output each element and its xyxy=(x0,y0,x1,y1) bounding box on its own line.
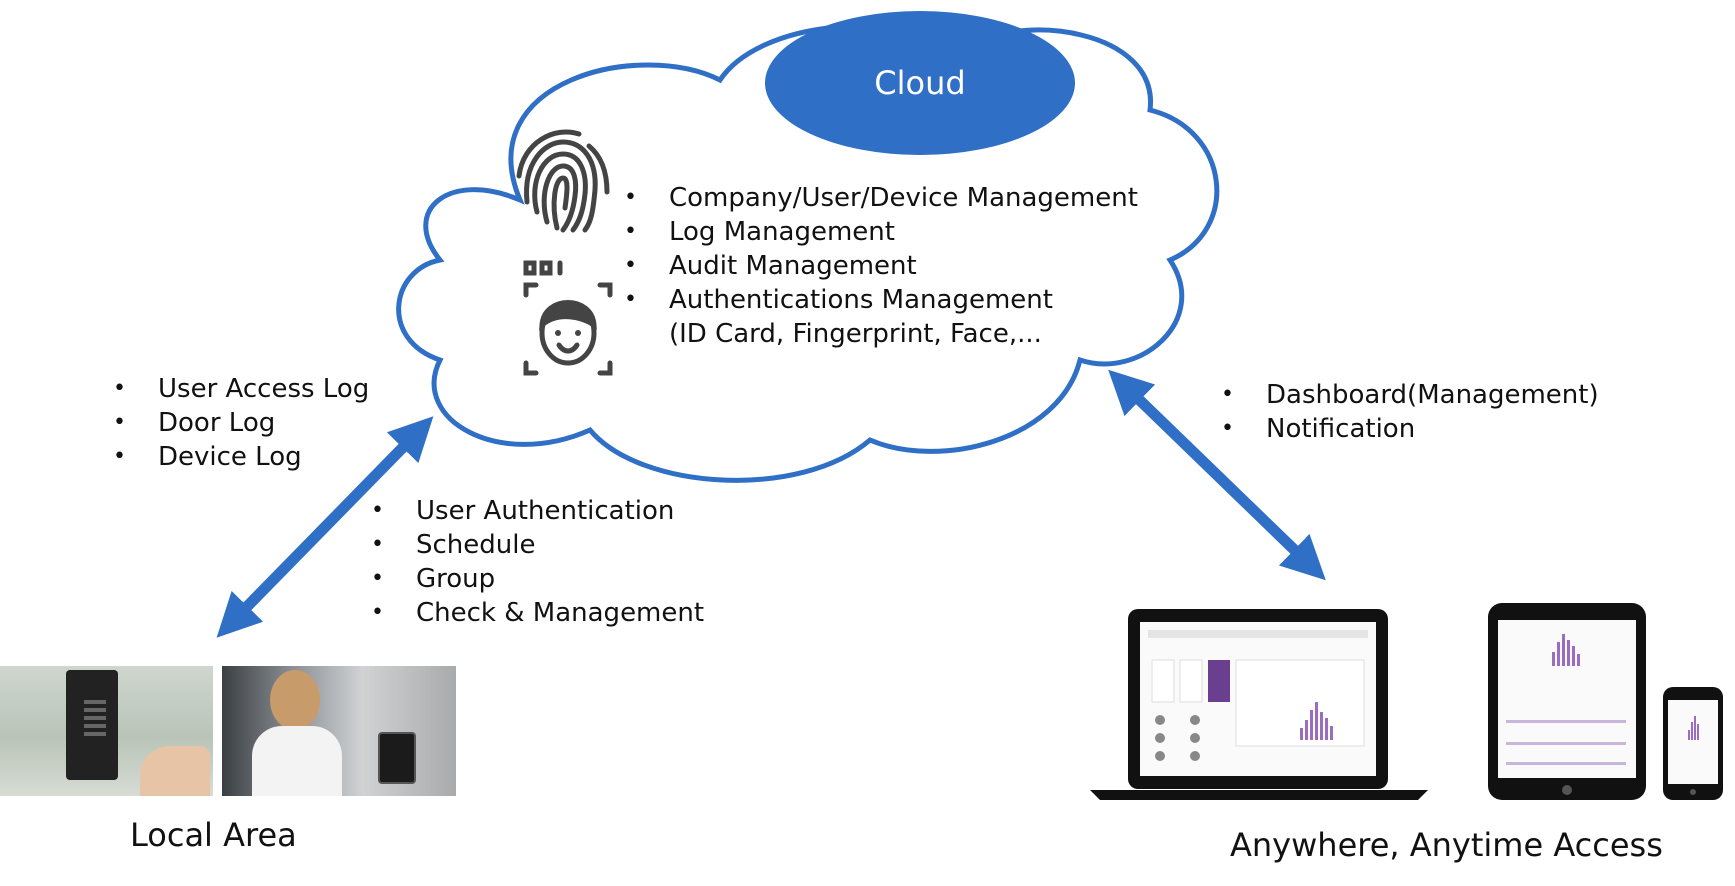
list-item: Dashboard(Management) xyxy=(1221,378,1599,412)
fingerprint-icon xyxy=(516,129,610,233)
bidirectional-arrow-icon xyxy=(216,416,434,638)
list-item: Check & Management xyxy=(371,596,704,630)
person-head xyxy=(270,670,320,730)
local-to-cloud-list: User Access Log Door Log Device Log xyxy=(113,372,369,474)
cloud-to-local-list: User Authentication Schedule Group Check… xyxy=(371,494,704,630)
list-item: Audit Management xyxy=(624,249,1138,283)
reader-keypad xyxy=(84,696,106,736)
hand-with-card xyxy=(140,746,210,796)
bidirectional-arrow-icon xyxy=(1108,369,1326,581)
local-area-photo-face xyxy=(222,666,456,796)
list-item: Device Log xyxy=(113,440,369,474)
list-item: User Access Log xyxy=(113,372,369,406)
list-item: Log Management xyxy=(624,215,1138,249)
list-item: Notification xyxy=(1221,412,1599,446)
local-area-photo-reader xyxy=(0,666,213,796)
laptop-illustration xyxy=(1090,609,1428,800)
tablet-illustration xyxy=(1488,603,1646,800)
face-terminal-device xyxy=(378,732,416,784)
person-body xyxy=(252,726,342,796)
list-item: Company/User/Device Management xyxy=(624,181,1138,215)
list-item: Door Log xyxy=(113,406,369,440)
cloud-title-badge xyxy=(765,11,1075,155)
list-item: Schedule xyxy=(371,528,704,562)
list-item: Authentications Management xyxy=(624,283,1138,317)
cloud-title: Cloud xyxy=(874,64,966,102)
phone-illustration xyxy=(1663,687,1723,800)
cloud-feature-list: Company/User/Device Management Log Manag… xyxy=(624,181,1138,351)
remote-access-caption: Anywhere, Anytime Access xyxy=(1230,826,1663,864)
list-item: Group xyxy=(371,562,704,596)
local-area-caption: Local Area xyxy=(130,816,297,854)
list-item: User Authentication xyxy=(371,494,704,528)
face-recognition-icon xyxy=(523,260,613,376)
list-item: (ID Card, Fingerprint, Face,... xyxy=(669,319,1042,349)
cloud-to-remote-list: Dashboard(Management) Notification xyxy=(1221,378,1599,446)
